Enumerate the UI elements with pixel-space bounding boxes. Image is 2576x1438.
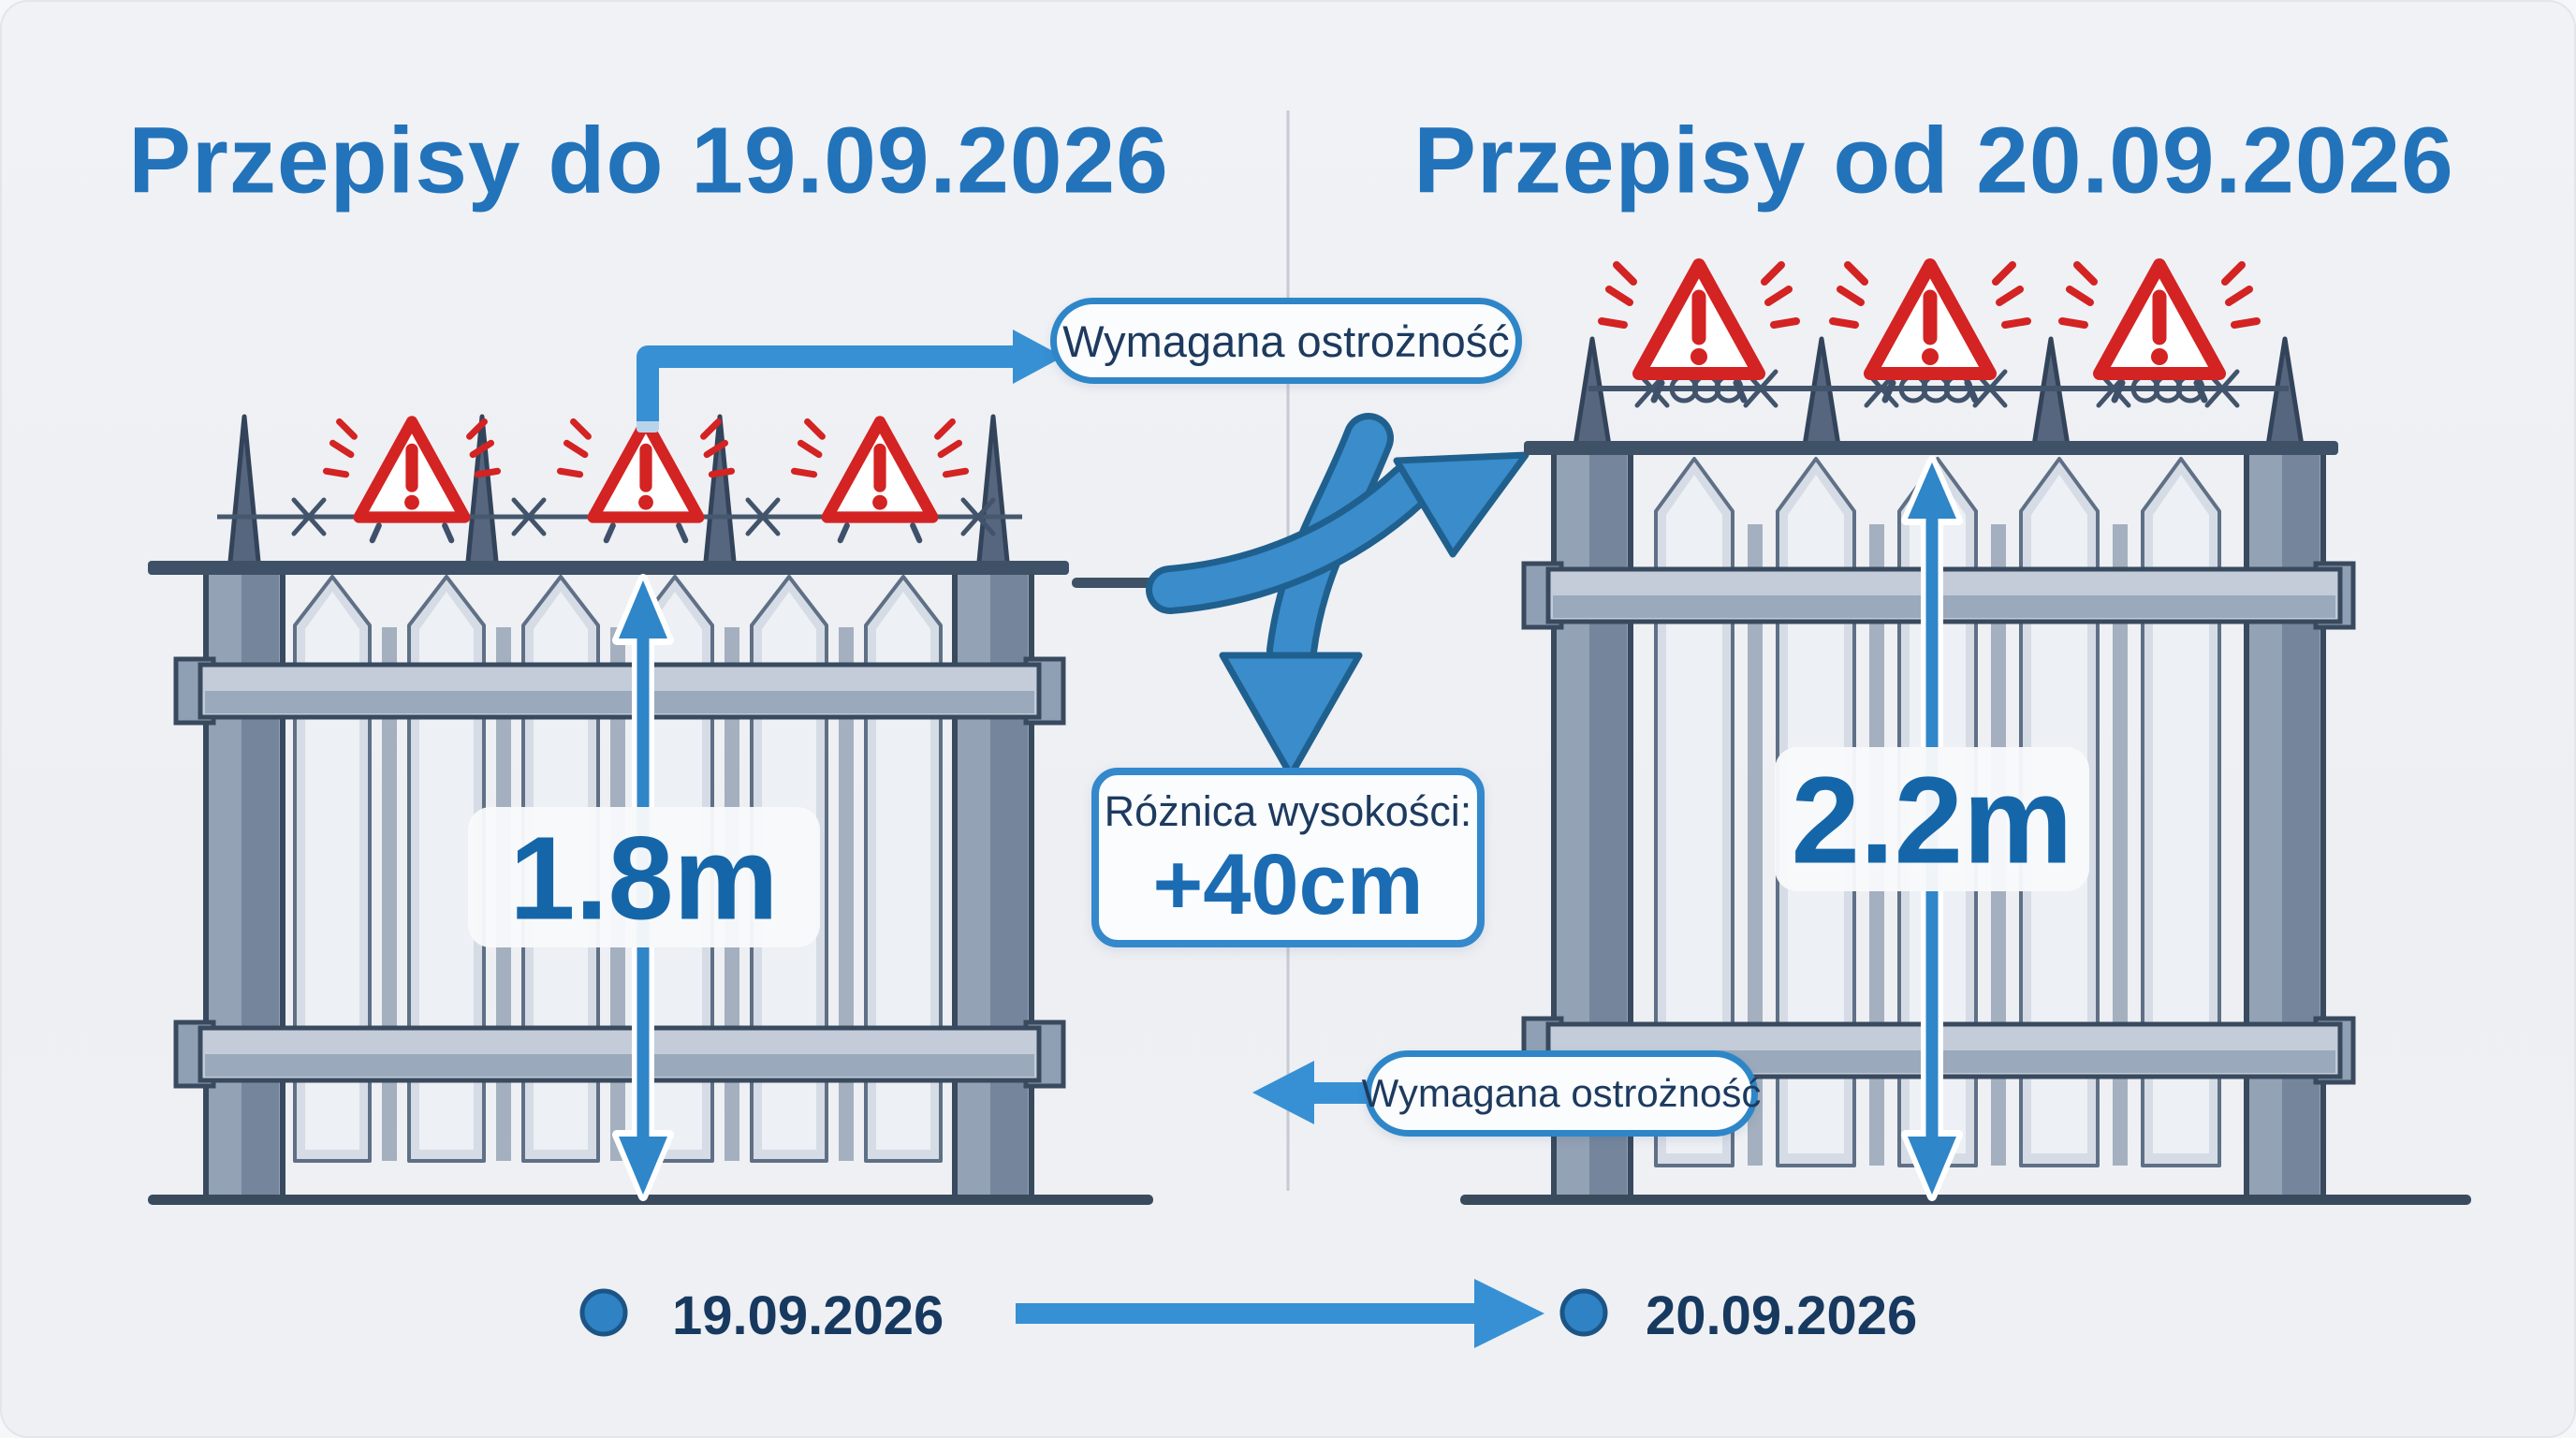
elbow-arrow-icon bbox=[637, 330, 1063, 433]
fence-height-right: 2.2m bbox=[1791, 751, 2073, 889]
swoosh-arrow-up-icon bbox=[1146, 451, 1530, 614]
barbed-wire-icon-right bbox=[1588, 372, 2289, 405]
timeline-date-to: 20.09.2026 bbox=[1646, 1285, 1918, 1346]
fence-top-rail bbox=[148, 561, 1069, 575]
caution-bottom-label: Wymagana ostrożność bbox=[1361, 1071, 1762, 1115]
label-plate-right bbox=[1775, 747, 2089, 891]
swoosh-arrow-down-icon bbox=[1219, 413, 1394, 779]
fence-before bbox=[148, 417, 1153, 1205]
fence-height-left: 1.8m bbox=[509, 812, 779, 945]
ground-line-left bbox=[148, 1195, 1153, 1205]
right-panel-title: Przepisy od 20.09.2026 bbox=[1413, 108, 2454, 213]
warning-triangle-icons-right bbox=[1602, 265, 2257, 400]
caution-callout-top: Wymagana ostrożność bbox=[1050, 298, 1522, 384]
ground-line-right bbox=[1460, 1195, 2471, 1205]
caution-top-label: Wymagana ostrożność bbox=[1062, 315, 1510, 366]
fence-top-rail bbox=[1524, 441, 2338, 455]
caution-callout-bottom: Wymagana ostrożność bbox=[1362, 1050, 1761, 1137]
left-panel-title: Przepisy do 19.09.2026 bbox=[128, 108, 1169, 213]
label-plate-left bbox=[468, 807, 820, 947]
fence-beams bbox=[173, 656, 1066, 1089]
warning-triangle-icons-left bbox=[326, 421, 965, 540]
timeline-dot-icon bbox=[1559, 1288, 1608, 1337]
difference-value: +40cm bbox=[1152, 837, 1424, 932]
timeline-arrow-icon bbox=[1474, 1279, 1544, 1348]
height-difference-box: Różnica wysokości: +40cm bbox=[1091, 768, 1485, 947]
timeline-dot-icon bbox=[579, 1288, 628, 1337]
timeline-date-from: 19.09.2026 bbox=[672, 1285, 944, 1346]
difference-title: Różnica wysokości: bbox=[1104, 787, 1472, 835]
timeline bbox=[579, 1279, 1608, 1348]
